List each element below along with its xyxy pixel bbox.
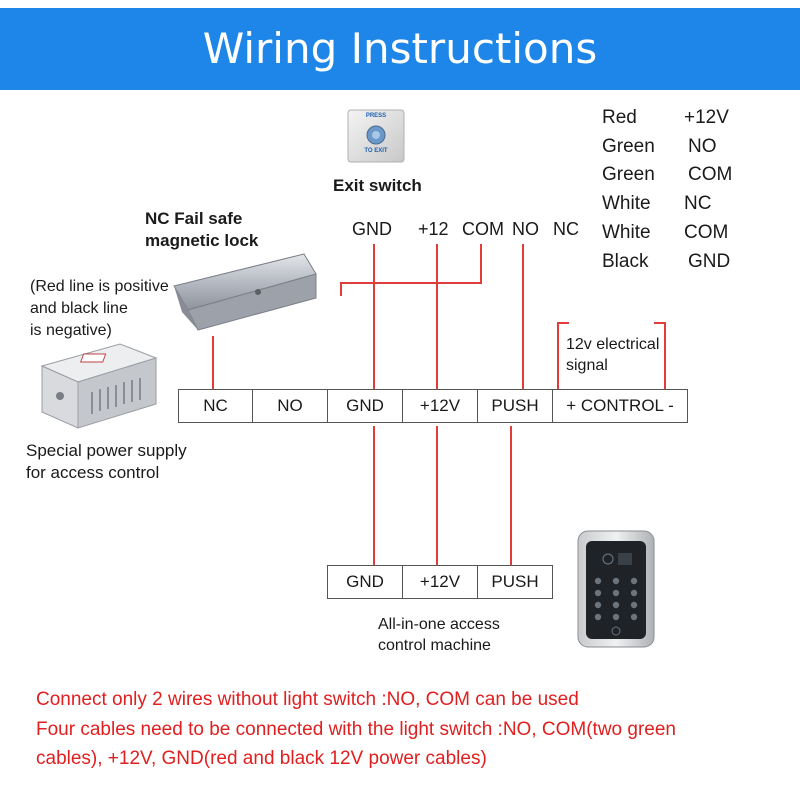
switch-terminal-gnd: GND — [352, 219, 392, 239]
exit-switch-face-line2: TO EXIT — [364, 148, 388, 154]
magnetic-lock-device — [168, 252, 320, 332]
lock-note-line3: is negative) — [30, 322, 112, 339]
exit-switch-icon — [347, 109, 405, 163]
controller-label-line2: control machine — [378, 637, 491, 654]
wire-switch-no — [522, 244, 524, 390]
wire-ctrl-12v — [436, 426, 438, 566]
legend-color: Red — [602, 107, 637, 128]
legend-color: Green — [602, 136, 655, 157]
exit-switch-face-line1: PRESS — [365, 113, 387, 119]
controller-terminal-block: GND +12V PUSH — [327, 565, 553, 599]
legend-row: Black GND — [602, 251, 742, 279]
lock-note-line2: and black line — [30, 300, 128, 317]
terminal-no: NO — [253, 390, 328, 422]
lock-label-line1: NC Fail safe — [145, 209, 243, 228]
power-supply-label-line1: Special power supply — [26, 441, 187, 460]
controller-terminal-12v: +12V — [403, 566, 478, 598]
wire-lock-nc — [212, 336, 214, 390]
switch-terminal-12: +12 — [418, 219, 449, 239]
page-title: Wiring Instructions — [202, 24, 598, 73]
wire-control-plus — [557, 322, 559, 390]
switch-terminal-no: NO — [512, 219, 539, 239]
terminal-control: + CONTROL - — [566, 396, 674, 415]
legend-row: White COM — [602, 222, 742, 250]
wire-control-minus-cap — [654, 322, 666, 324]
controller-label-line1: All-in-one access — [378, 616, 500, 633]
wire-switch-12v — [436, 244, 438, 390]
legend-row: Green NO — [602, 136, 742, 164]
legend-color: White — [602, 222, 651, 243]
legend-signal: NC — [684, 193, 712, 214]
legend-row: Green COM — [602, 164, 742, 192]
wire-com-gnd-link — [373, 282, 482, 284]
legend-color: Black — [602, 251, 649, 272]
signal-label-line2: signal — [566, 357, 608, 374]
terminal-nc: NC — [179, 390, 253, 422]
wire-control-plus-cap — [557, 322, 569, 324]
access-keypad-device — [576, 529, 656, 649]
legend-signal: +12V — [684, 107, 729, 128]
legend-signal: COM — [688, 164, 733, 185]
legend-signal: NO — [688, 136, 717, 157]
terminal-gnd: GND — [328, 390, 403, 422]
power-supply-icon — [40, 343, 158, 429]
wire-ctrl-gnd — [373, 426, 375, 566]
controller-terminal-push: PUSH — [491, 572, 539, 591]
legend-signal: COM — [684, 222, 729, 243]
wire-lock-gnd — [340, 282, 375, 284]
switch-terminal-nc: NC — [553, 219, 579, 239]
signal-label-line1: 12v electrical — [566, 336, 660, 353]
keypad-icon — [577, 530, 655, 648]
power-terminal-block: NC NO GND +12V PUSH + CONTROL - — [178, 389, 688, 423]
terminal-12v: +12V — [403, 390, 478, 422]
magnetic-lock-icon — [173, 253, 317, 331]
terminal-push: PUSH — [478, 390, 553, 422]
exit-switch-device: PRESS TO EXIT — [346, 108, 406, 164]
wire-lock-gnd-drop — [340, 282, 342, 296]
switch-terminal-com: COM — [462, 219, 504, 239]
lock-note-line1: (Red line is positive — [30, 278, 169, 295]
legend-row: Red +12V — [602, 107, 742, 135]
power-supply-label-line2: for access control — [26, 463, 160, 482]
wire-control-minus — [664, 322, 666, 390]
legend-color: White — [602, 193, 651, 214]
legend-row: White NC — [602, 193, 742, 221]
legend-signal: GND — [688, 251, 731, 272]
note-line-1: Connect only 2 wires without light switc… — [36, 689, 579, 710]
note-line-3: cables), +12V, GND(red and black 12V pow… — [36, 748, 487, 769]
power-supply-device — [38, 342, 158, 430]
header-banner: Wiring Instructions — [0, 8, 800, 90]
wire-ctrl-push — [510, 426, 512, 566]
note-line-2: Four cables need to be connected with th… — [36, 719, 676, 740]
controller-terminal-gnd: GND — [328, 566, 403, 598]
legend-color: Green — [602, 164, 655, 185]
wire-switch-gnd — [373, 244, 375, 390]
exit-switch-label: Exit switch — [333, 176, 422, 195]
wire-switch-com — [480, 244, 482, 284]
lock-label-line2: magnetic lock — [145, 231, 259, 250]
